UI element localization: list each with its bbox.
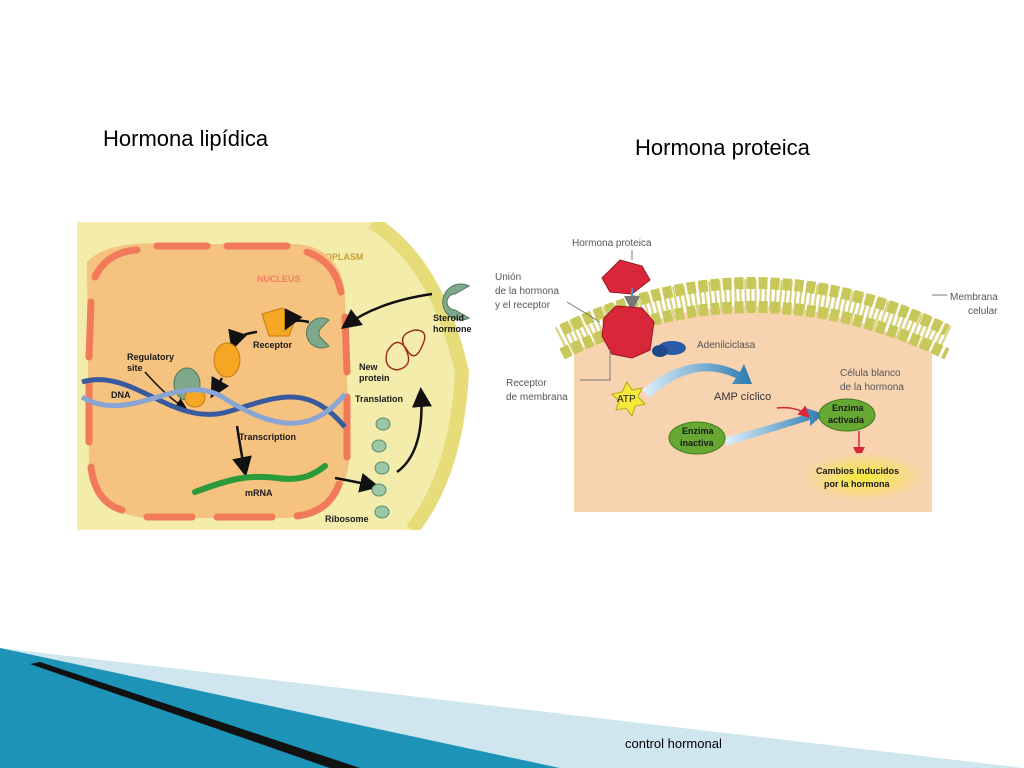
receptor-label: Receptor [253, 340, 293, 350]
transcription-label: Transcription [239, 432, 296, 442]
ribosome-label: Ribosome [325, 514, 369, 524]
union-label-1: Unión [495, 272, 521, 283]
cell-membrane [368, 216, 470, 535]
adenilciclasa-label: Adenilciclasa [697, 340, 756, 351]
steroid-hormone-diagram: CYTOPLASM NUCLEUS Steroid hormone Recept… [77, 216, 477, 535]
dna-label: DNA [111, 390, 131, 400]
protein-hormone-diagram: Hormona proteica Unión de la hormona y e… [492, 230, 1004, 515]
mrna-export-arrow [334, 472, 380, 493]
enzima-activada-icon [818, 398, 876, 432]
enzima-activada-label-2: activada [828, 415, 865, 425]
nuclear-envelope [85, 242, 351, 521]
mrna-strand [192, 463, 328, 495]
steroid-hormone-icon [442, 283, 471, 321]
regulatory-site-label-1: Regulatory [127, 352, 174, 362]
amp-ciclico-label: AMP cíclico [714, 391, 771, 403]
new-protein-label-1: New [359, 362, 379, 372]
enzima-inactiva-label-1: Enzima [682, 426, 715, 436]
ribosome-chain [371, 417, 391, 519]
g-protein-icon [652, 345, 668, 357]
footer-blue-wedge [0, 648, 560, 768]
nuclear-receptor-icon [213, 342, 241, 378]
footer-black-stripe [30, 662, 360, 768]
receptor-membrana-label-1: Receptor [506, 378, 547, 389]
callout-lines [566, 250, 947, 381]
dna-helix [80, 377, 347, 429]
membrana-label-2: celular [968, 306, 998, 317]
union-label-2: de la hormona [495, 286, 559, 297]
camp-to-enzyme-arrow [776, 405, 811, 419]
camp-production-arrow [642, 363, 752, 398]
footer-swoosh [0, 648, 1024, 768]
translation-arrow [396, 387, 432, 474]
new-protein-label-2: protein [359, 373, 390, 383]
membrana-label-1: Membrana [950, 292, 998, 303]
cytoplasm-label: CYTOPLASM [307, 252, 363, 262]
steroid-label-2: hormone [433, 324, 472, 334]
cambios-label-2: por la hormona [824, 479, 890, 489]
nucleus-label: NUCLEUS [257, 274, 301, 284]
steroid-label-1: Steroid [433, 313, 464, 323]
atp-label: ATP [617, 394, 636, 405]
footer-caption: control hormonal [625, 736, 722, 751]
enzima-activada-label-1: Enzima [832, 403, 865, 413]
regulatory-site-label-2: site [127, 363, 143, 373]
complex-to-nucleus-arrow [228, 328, 258, 351]
cambios-label-1: Cambios inducidos [816, 466, 899, 476]
protein-hormone-icon [601, 259, 651, 295]
hormone-entry-arrow [340, 292, 433, 329]
receptor-membrana-label-2: de membrana [506, 392, 568, 403]
mrna-label: mRNA [245, 488, 273, 498]
protein-diagram-svg: Hormona proteica Unión de la hormona y e… [495, 238, 998, 512]
new-protein-icon [385, 329, 426, 371]
cambios-highlight [802, 453, 926, 501]
translation-label: Translation [355, 394, 403, 404]
steroid-diagram-svg: CYTOPLASM NUCLEUS Steroid hormone Recept… [77, 216, 472, 535]
membrane-receptor-icon [601, 305, 655, 359]
enzima-inactiva-label-2: inactiva [680, 438, 715, 448]
transcription-arrow [232, 425, 252, 477]
atp-star-icon [610, 380, 647, 418]
celula-blanco-label-1: Célula blanco [840, 368, 901, 379]
title-hormona-proteica: Hormona proteica [635, 135, 810, 160]
receptor-binding-arrow [284, 308, 310, 331]
hormona-proteica-label: Hormona proteica [572, 238, 652, 249]
enzima-inactiva-icon [668, 421, 726, 455]
title-hormona-lipidica: Hormona lipídica [103, 126, 269, 151]
cytoplasmic-receptor-icon [306, 317, 330, 349]
celula-blanco-label-2: de la hormona [840, 382, 904, 393]
union-label-3: y el receptor [495, 300, 551, 311]
